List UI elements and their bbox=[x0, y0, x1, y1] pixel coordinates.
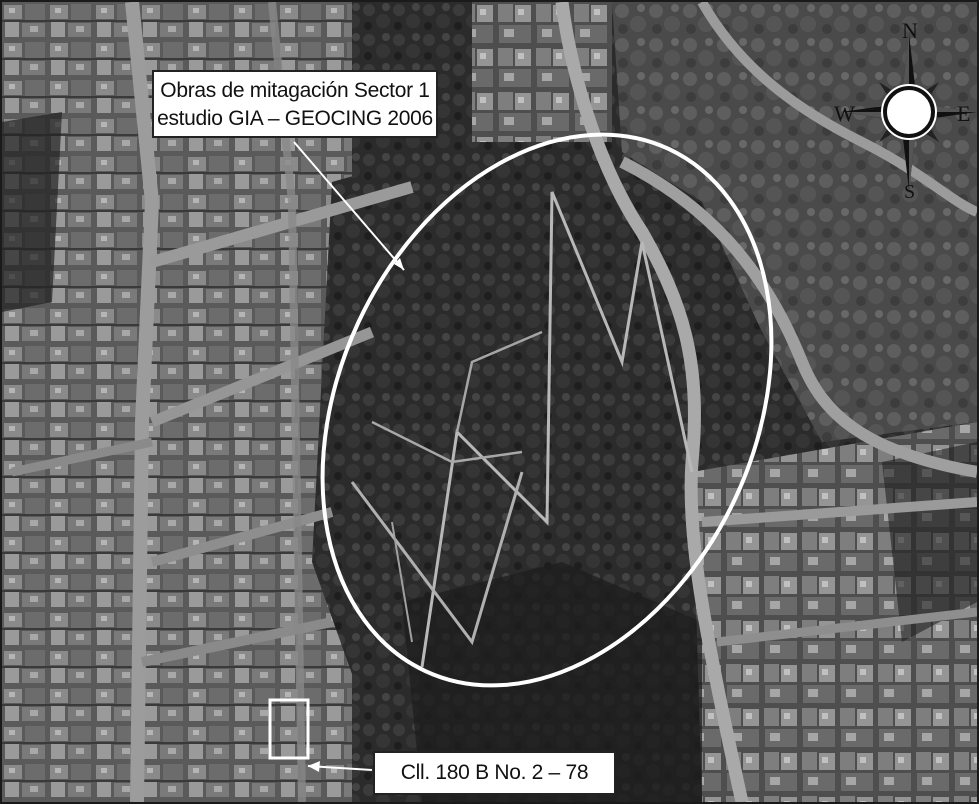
sector-callout: Obras de mitagación Sector 1 estudio GIA… bbox=[152, 70, 438, 138]
sector-callout-line2: estudio GIA – GEOCING 2006 bbox=[157, 107, 433, 130]
compass-south-label: S bbox=[904, 181, 916, 203]
property-marker bbox=[268, 698, 310, 760]
compass-rose-icon bbox=[841, 34, 977, 190]
study-area-outline bbox=[320, 132, 774, 688]
sector-leader-line bbox=[293, 141, 405, 271]
compass-west-label: W bbox=[834, 101, 855, 126]
address-callout: Cll. 180 B No. 2 – 78 bbox=[373, 751, 616, 795]
compass-east-label: E bbox=[957, 101, 971, 126]
address-text: Cll. 180 B No. 2 – 78 bbox=[400, 761, 589, 784]
sector-callout-line1: Obras de mitagación Sector 1 bbox=[160, 79, 430, 102]
compass-north-label: N bbox=[902, 18, 918, 43]
